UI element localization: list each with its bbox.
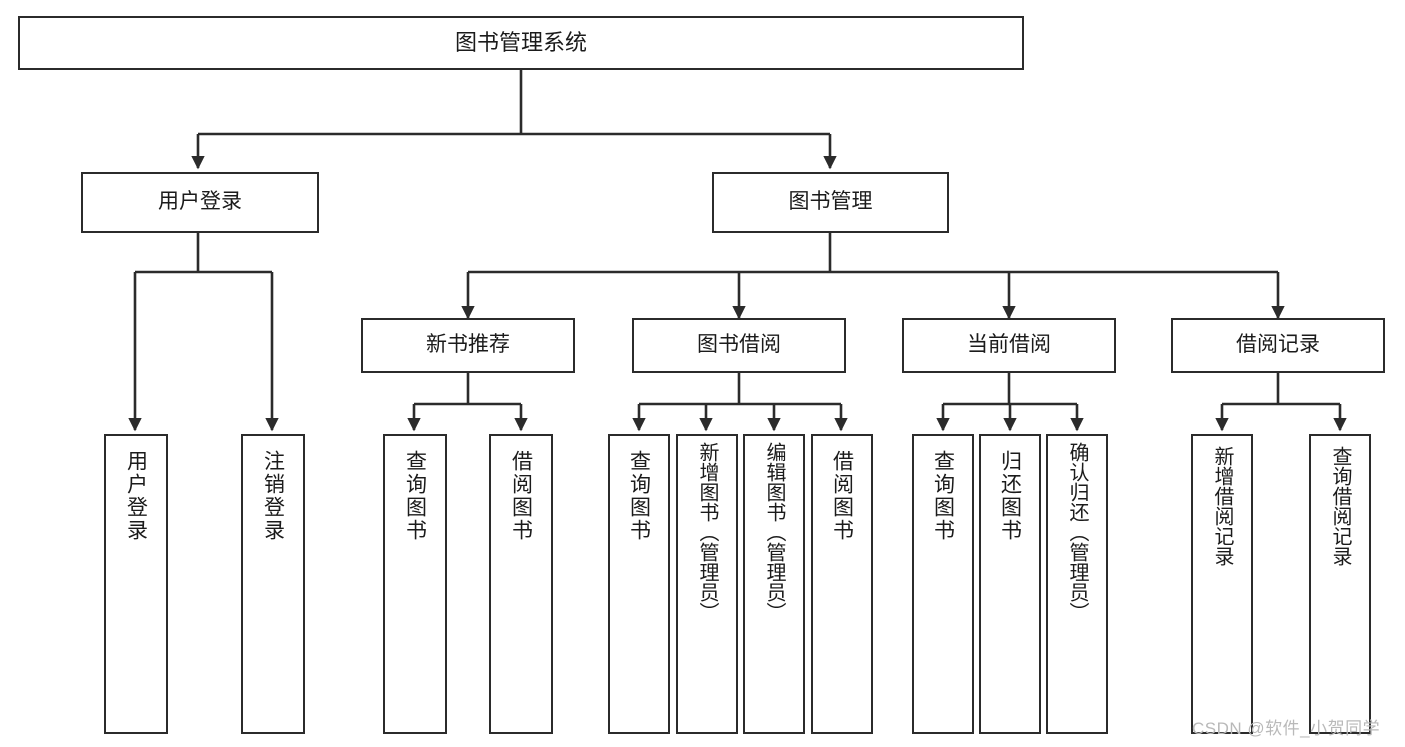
node-leaf-confirm-return-label: 确认归还（管理员） [1066, 442, 1088, 622]
node-leaf-borrow-book-1-label: 借阅图书 [509, 450, 533, 542]
node-user-login-label: 用户登录 [158, 190, 242, 214]
node-current-borrow-label: 当前借阅 [967, 333, 1051, 357]
csdn-watermark: CSDN @软件_小贺同学 [1192, 719, 1381, 738]
node-leaf-query-book-2[interactable]: 查询图书 [608, 434, 670, 734]
node-root-label: 图书管理系统 [454, 30, 587, 56]
node-leaf-borrow-book-2-label: 借阅图书 [830, 450, 854, 542]
node-book-manage[interactable]: 图书管理 [712, 172, 949, 233]
node-user-login[interactable]: 用户登录 [81, 172, 319, 233]
node-leaf-confirm-return[interactable]: 确认归还（管理员） [1046, 434, 1108, 734]
node-current-borrow[interactable]: 当前借阅 [902, 318, 1116, 373]
node-leaf-query-book-1[interactable]: 查询图书 [383, 434, 447, 734]
node-leaf-query-record[interactable]: 查询借阅记录 [1309, 434, 1371, 734]
node-leaf-query-book-1-label: 查询图书 [403, 450, 427, 542]
node-leaf-logout[interactable]: 注销登录 [241, 434, 305, 734]
node-book-borrow[interactable]: 图书借阅 [632, 318, 846, 373]
node-leaf-add-record-label: 新增借阅记录 [1211, 446, 1233, 566]
node-root[interactable]: 图书管理系统 [18, 16, 1024, 70]
node-leaf-add-book[interactable]: 新增图书（管理员） [676, 434, 738, 734]
node-leaf-return-book[interactable]: 归还图书 [979, 434, 1041, 734]
node-leaf-borrow-book-2[interactable]: 借阅图书 [811, 434, 873, 734]
node-leaf-edit-book[interactable]: 编辑图书（管理员） [743, 434, 805, 734]
node-book-borrow-label: 图书借阅 [697, 333, 781, 357]
node-leaf-query-record-label: 查询借阅记录 [1329, 446, 1351, 566]
node-leaf-query-book-3-label: 查询图书 [931, 450, 955, 542]
node-leaf-add-record[interactable]: 新增借阅记录 [1191, 434, 1253, 734]
node-leaf-user-login-label: 用户登录 [124, 450, 148, 542]
node-borrow-record[interactable]: 借阅记录 [1171, 318, 1385, 373]
node-leaf-query-book-3[interactable]: 查询图书 [912, 434, 974, 734]
node-leaf-query-book-2-label: 查询图书 [627, 450, 651, 542]
node-new-book-recommend[interactable]: 新书推荐 [361, 318, 575, 373]
node-leaf-logout-label: 注销登录 [261, 450, 285, 542]
node-new-book-recommend-label: 新书推荐 [426, 333, 510, 357]
node-leaf-return-book-label: 归还图书 [998, 450, 1022, 542]
node-borrow-record-label: 借阅记录 [1236, 333, 1320, 357]
node-leaf-user-login[interactable]: 用户登录 [104, 434, 168, 734]
node-book-manage-label: 图书管理 [788, 190, 873, 214]
node-leaf-edit-book-label: 编辑图书（管理员） [763, 442, 785, 622]
node-leaf-add-book-label: 新增图书（管理员） [696, 442, 718, 622]
node-leaf-borrow-book-1[interactable]: 借阅图书 [489, 434, 553, 734]
